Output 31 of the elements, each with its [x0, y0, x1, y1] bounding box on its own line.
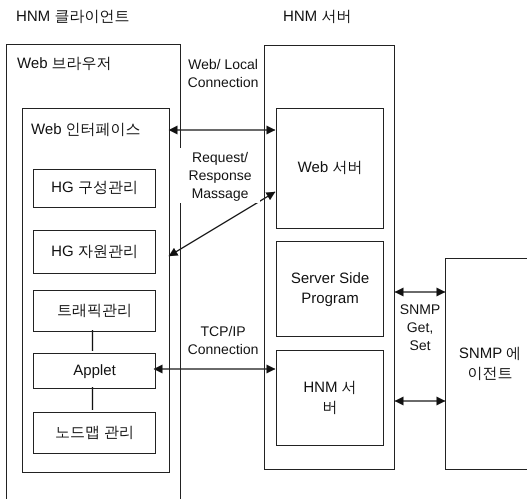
connector-line	[92, 387, 94, 410]
interface-panel	[22, 108, 170, 473]
heading: HNM 클라이언트	[16, 8, 130, 26]
web-server-box	[276, 108, 384, 229]
agent-box	[445, 258, 527, 470]
box-label: HNM 서버	[302, 378, 358, 418]
box-label: Server Side Program	[290, 268, 370, 309]
box-label: Web 서버	[298, 158, 362, 178]
panel-title: Web 브라우저	[17, 55, 112, 73]
server-box	[276, 350, 384, 446]
arrow	[394, 288, 446, 296]
box-label: 트래픽관리	[57, 300, 132, 321]
connector-line	[92, 330, 94, 351]
box-label: HG 구성관리	[51, 178, 138, 198]
arrow	[394, 396, 446, 406]
program-box	[276, 241, 384, 337]
module-box	[33, 290, 156, 332]
arrow	[168, 126, 276, 134]
arrow	[154, 364, 276, 374]
module-box	[33, 169, 156, 208]
edge-label: Request/ Response Massage	[180, 148, 260, 203]
arrow	[168, 191, 276, 257]
panel-title: Web 인터페이스	[31, 121, 141, 139]
box-label: 노드맵 관리	[54, 422, 134, 443]
heading: HNM 서버	[283, 8, 352, 26]
applet-box	[33, 353, 156, 389]
box-label: Applet	[73, 360, 116, 381]
box-label: SNMP 에이전트	[458, 344, 522, 384]
module-box	[33, 230, 156, 274]
module-box	[33, 412, 156, 454]
box-label: HG 자원관리	[51, 242, 138, 262]
